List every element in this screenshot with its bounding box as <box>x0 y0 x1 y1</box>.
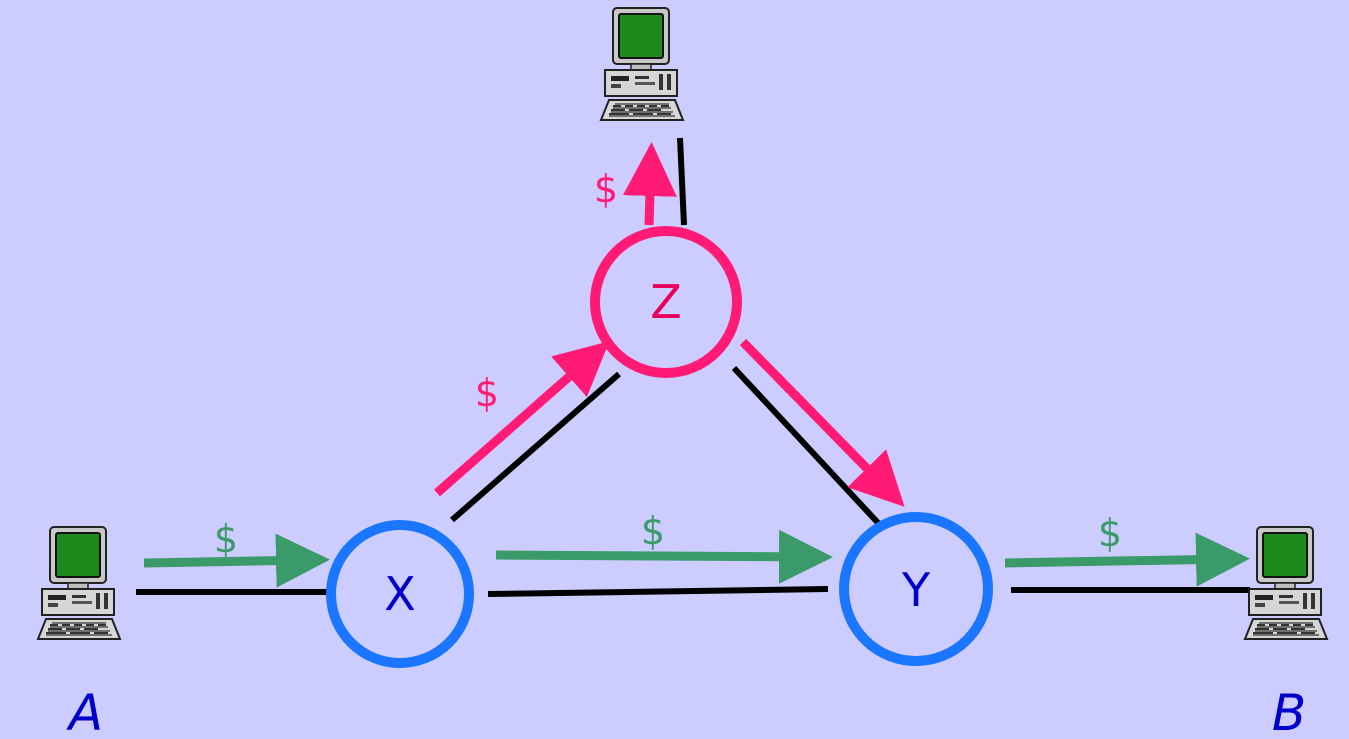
computer-icon <box>37 526 121 640</box>
node-y-label: Y <box>901 563 931 617</box>
flow-arrow-y-b <box>1004 532 1250 587</box>
link-x-y <box>487 586 829 597</box>
computer-icon <box>600 7 684 121</box>
flow-arrow-z-host <box>622 142 677 226</box>
green-flows <box>143 529 1250 588</box>
computer-icon <box>1244 526 1328 640</box>
flow-arrow-z-y <box>739 338 905 507</box>
flow-label-a-x: $ <box>214 517 238 561</box>
node-y-circle <box>839 512 993 666</box>
node-x[interactable]: X <box>326 520 474 668</box>
link-z-y <box>731 365 883 528</box>
flow-label-z-host: $ <box>594 167 618 211</box>
node-y[interactable]: Y <box>839 512 993 666</box>
host-b-label: B <box>1272 684 1306 739</box>
flow-label-x-y: $ <box>641 509 665 553</box>
node-z[interactable]: Z <box>590 226 742 378</box>
node-x-label: X <box>384 567 416 621</box>
node-x-circle <box>326 520 474 668</box>
flow-arrow-x-z <box>434 341 610 497</box>
links <box>136 137 1250 597</box>
pink-flows <box>434 142 905 507</box>
host-top[interactable] <box>600 7 684 121</box>
node-z-circle <box>590 226 742 378</box>
flow-label-x-z: $ <box>475 371 499 415</box>
host-a[interactable] <box>37 526 121 640</box>
link-z-host <box>677 137 687 226</box>
node-z-label: Z <box>650 275 682 329</box>
host-a-label: A <box>66 684 103 739</box>
flow-arrow-a-x <box>143 533 330 588</box>
flow-arrow-x-y <box>495 529 833 584</box>
link-x-z <box>450 371 621 523</box>
flow-label-y-b: $ <box>1098 511 1122 555</box>
host-b[interactable] <box>1244 526 1328 640</box>
